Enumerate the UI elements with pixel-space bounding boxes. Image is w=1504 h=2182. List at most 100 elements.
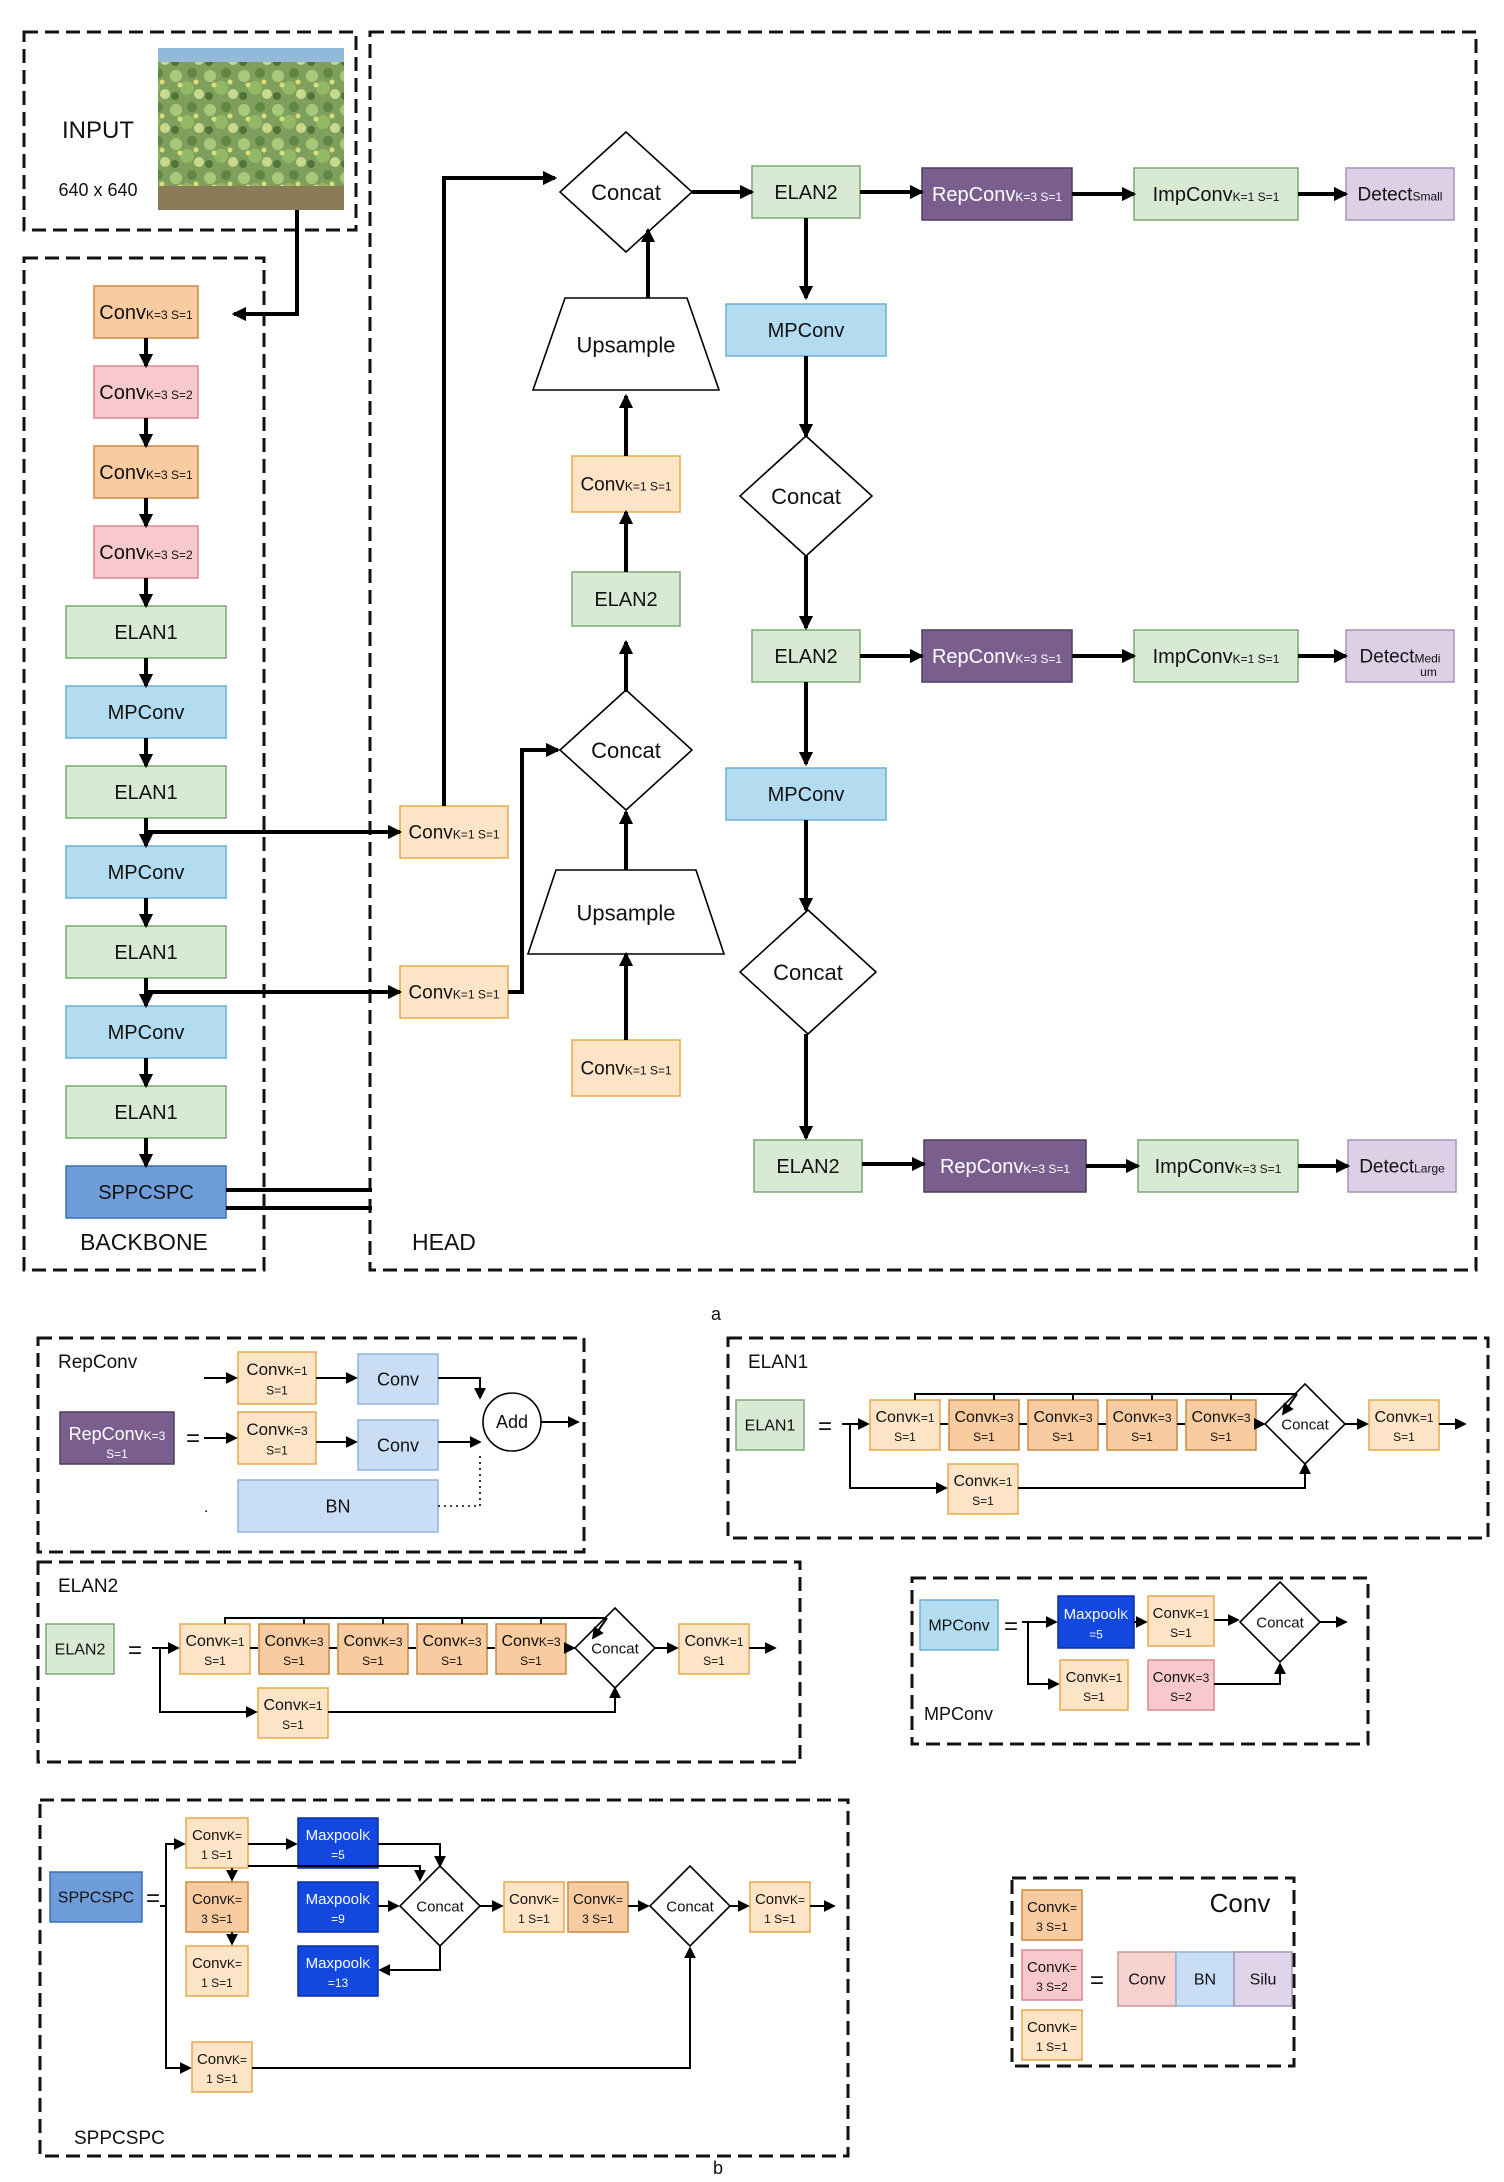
input-label: INPUT <box>62 117 134 144</box>
elan2-chain-conv-4: ConvK=3S=1 <box>416 1623 488 1675</box>
backbone-block-10: MPConv <box>65 1005 227 1059</box>
input-frame <box>22 30 358 232</box>
elan1-chain-conv-5: ConvK=3S=1 <box>1185 1399 1257 1451</box>
svg-text:S=1: S=1 <box>1131 1430 1153 1444</box>
elan2-chain-conv-1: ConvK=1S=1 <box>179 1623 251 1675</box>
backbone-block-6: MPConv <box>65 685 227 739</box>
svg-text:ELAN1: ELAN1 <box>114 622 177 644</box>
elan1-chain-conv-4: ConvK=3S=1 <box>1106 1399 1178 1451</box>
svg-text:ELAN1: ELAN1 <box>745 1418 796 1435</box>
sppcspc-conv-2: ConvK=3 S=1 <box>185 1881 249 1933</box>
svg-text:MPConv: MPConv <box>928 1618 989 1635</box>
svg-text:ELAN2: ELAN2 <box>594 589 657 611</box>
backbone-block-1: ConvK=3 S=1 <box>93 285 199 339</box>
mpconv-concat: Concat <box>1238 1580 1322 1664</box>
svg-text:ConvK=3 S=1: ConvK=3 S=1 <box>99 462 193 484</box>
svg-text:S=1: S=1 <box>1210 1430 1232 1444</box>
svg-text:MaxpoolK: MaxpoolK <box>306 1955 371 1972</box>
svg-text:3 S=2: 3 S=2 <box>1036 1980 1068 1994</box>
conv-legend-eq: = <box>1090 1967 1104 1994</box>
mpconv-conv-top: ConvK=1S=1 <box>1147 1595 1215 1647</box>
elan2-panel: ELAN2ELAN2=ConvK=1S=1ConvK=3S=1ConvK=3S=… <box>45 1576 777 1739</box>
svg-text:RepConvK=3 S=1: RepConvK=3 S=1 <box>932 646 1062 668</box>
svg-text:ConvK=: ConvK= <box>1027 1899 1077 1916</box>
svg-text:ConvK=: ConvK= <box>1027 2019 1077 2036</box>
sppcspc-maxpool-9: MaxpoolK=9 <box>297 1881 379 1933</box>
svg-text:DetectSmall: DetectSmall <box>1358 185 1443 206</box>
head-conv-tap-1: ConvK=1 S=1 <box>399 805 509 859</box>
svg-text:ConvK=1: ConvK=1 <box>185 1633 244 1650</box>
conv-legend-frame <box>1010 1876 1296 2068</box>
head-repconv-2: RepConvK=3 S=1 <box>921 629 1073 683</box>
elan1-chain-conv-3: ConvK=3S=1 <box>1027 1399 1099 1451</box>
svg-text:MPConv: MPConv <box>768 320 845 342</box>
sppcspc-panel-frame <box>38 1798 850 2158</box>
input-size: 640 x 640 <box>58 180 137 200</box>
svg-text:ConvK=: ConvK= <box>197 2051 247 2068</box>
elan2-chain-conv-2: ConvK=3S=1 <box>258 1623 330 1675</box>
sppcspc-conv-4: ConvK=1 S=1 <box>191 2041 253 2093</box>
head-conv-1x1-b: ConvK=1 S=1 <box>571 1039 681 1097</box>
backbone-block-4: ConvK=3 S=2 <box>93 525 199 579</box>
svg-text:ImpConvK=1 S=1: ImpConvK=1 S=1 <box>1153 646 1280 668</box>
repconv-conv-1: Conv <box>357 1353 439 1405</box>
svg-text:ConvK=3: ConvK=3 <box>422 1633 481 1650</box>
mpconv-conv-left: ConvK=1S=1 <box>1059 1659 1129 1711</box>
head-impconv-3: ImpConvK=3 S=1 <box>1137 1139 1299 1193</box>
head-concat-r2: Concat <box>738 908 878 1036</box>
elan1-panel-title: ELAN1 <box>748 1352 808 1373</box>
conv-legend-item-2: ConvK=3 S=2 <box>1021 1949 1083 2001</box>
svg-text:ConvK=: ConvK= <box>192 1955 242 1972</box>
backbone-block-3: ConvK=3 S=1 <box>93 445 199 499</box>
sppcspc-lhs: SPPCSPC <box>49 1871 143 1923</box>
svg-text:Silu: Silu <box>1250 1972 1277 1989</box>
svg-text:ConvK=1: ConvK=1 <box>1153 1605 1210 1622</box>
sppcspc-conv-after-2: ConvK=3 S=1 <box>567 1881 629 1933</box>
svg-text:ConvK=3 S=1: ConvK=3 S=1 <box>99 302 193 324</box>
head-mpconv-1: MPConv <box>725 303 887 357</box>
head-impconv-1: ImpConvK=1 S=1 <box>1133 167 1299 221</box>
elan1-chain-conv-2: ConvK=3S=1 <box>948 1399 1020 1451</box>
svg-text:ConvK=: ConvK= <box>573 1891 623 1908</box>
svg-text:ELAN2: ELAN2 <box>55 1642 106 1659</box>
svg-text:1 S=1: 1 S=1 <box>201 1976 233 1990</box>
svg-text:MPConv: MPConv <box>108 702 185 724</box>
elan2-concat: Concat <box>573 1606 657 1690</box>
svg-text:S=1: S=1 <box>973 1430 995 1444</box>
elan1-lhs: ELAN1 <box>735 1399 805 1451</box>
svg-text:ConvK=3: ConvK=3 <box>1033 1409 1092 1426</box>
svg-text:S=1: S=1 <box>520 1654 542 1668</box>
elan2-lhs: ELAN2 <box>45 1623 115 1675</box>
svg-text:ConvK=1: ConvK=1 <box>1374 1409 1433 1426</box>
svg-text:ConvK=: ConvK= <box>755 1891 805 1908</box>
svg-text:ConvK=1 S=1: ConvK=1 S=1 <box>408 983 499 1004</box>
svg-text:MaxpoolK: MaxpoolK <box>1064 1606 1129 1623</box>
svg-text:ConvK=: ConvK= <box>509 1891 559 1908</box>
svg-text:ConvK=1: ConvK=1 <box>875 1409 934 1426</box>
head-mpconv-2: MPConv <box>725 767 887 821</box>
svg-text:DetectMedi: DetectMedi <box>1360 647 1441 668</box>
sppcspc-conv-after-1: ConvK=1 S=1 <box>503 1881 565 1933</box>
svg-text:S=1: S=1 <box>266 1444 288 1458</box>
head-concat-r1-label: Concat <box>771 484 841 509</box>
svg-text:SPPCSPC: SPPCSPC <box>58 1890 134 1907</box>
elan1-concat: Concat <box>1263 1382 1347 1466</box>
svg-text:ELAN1: ELAN1 <box>114 782 177 804</box>
svg-text:S=1: S=1 <box>1083 1690 1105 1704</box>
svg-text:ConvK=1: ConvK=1 <box>953 1473 1012 1490</box>
head-concat-mid: Concat <box>558 688 694 812</box>
svg-text:ConvK=: ConvK= <box>192 1827 242 1844</box>
svg-text:RepConvK=3 S=1: RepConvK=3 S=1 <box>940 1156 1070 1178</box>
conv-legend-part-2: BN <box>1175 1951 1235 2007</box>
svg-text:ConvK=3: ConvK=3 <box>1112 1409 1171 1426</box>
head-elan2-1: ELAN2 <box>751 165 861 219</box>
svg-text:S=1: S=1 <box>1393 1430 1415 1444</box>
head-label: HEAD <box>412 1229 476 1255</box>
head-elan2-3: ELAN2 <box>753 1139 863 1193</box>
svg-text:RepConvK=3 S=1: RepConvK=3 S=1 <box>932 184 1062 206</box>
svg-text:ConvK=3: ConvK=3 <box>343 1633 402 1650</box>
